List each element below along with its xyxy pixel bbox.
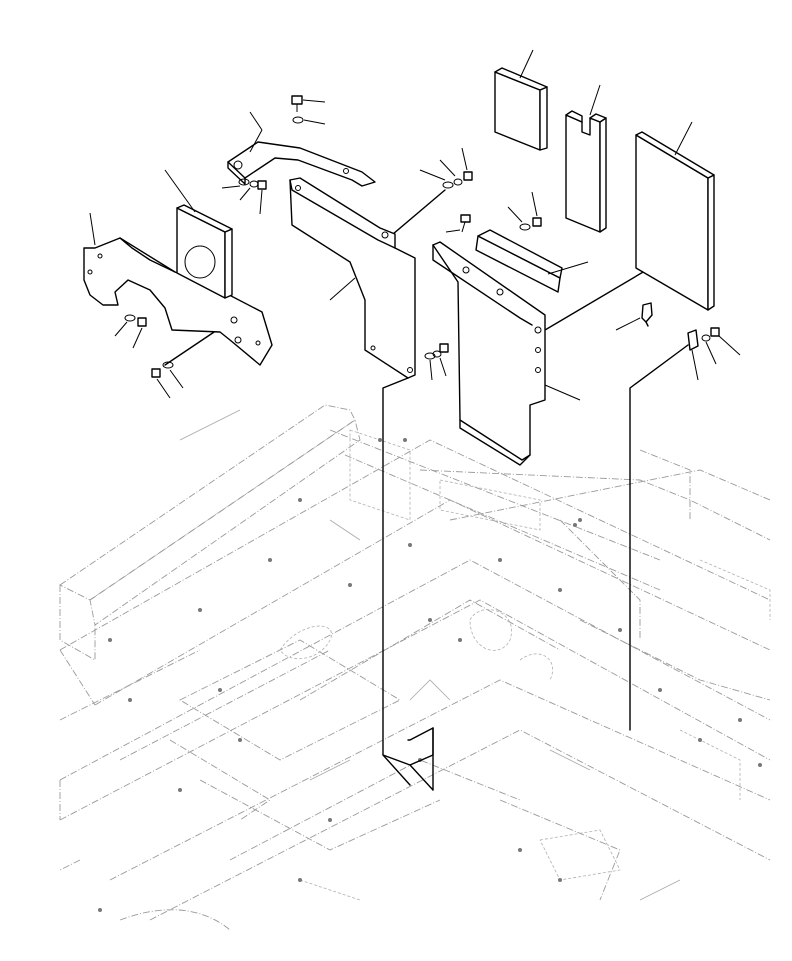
leader-foam-strip (547, 261, 589, 275)
part-heat-pad-large (635, 131, 715, 311)
bolt-set-center-top (419, 147, 473, 189)
bolt-set-center-bottom (424, 343, 449, 381)
leader-heat-pad-large (674, 121, 693, 156)
part-heat-pad-small (494, 67, 548, 151)
leader-left-cover (89, 212, 96, 246)
bolt-set-upper (291, 95, 326, 125)
leader-heat-pad-notched (589, 84, 601, 116)
leader-right-cover (544, 384, 581, 401)
bolt-set-left-cover (114, 314, 184, 399)
part-right-cover-panel (432, 241, 546, 466)
bolt-set-bracket-left (221, 178, 267, 215)
part-insulation-block (176, 204, 233, 299)
bolt-set-right (687, 327, 741, 381)
bolt-set-center-right (445, 191, 542, 233)
leader-upper-bracket (249, 129, 263, 153)
machine-frame-phantom (59, 404, 771, 931)
part-heat-pad-notched (565, 110, 607, 233)
part-clip (641, 302, 653, 327)
part-upper-bracket (227, 141, 376, 187)
leader-center-cover (329, 277, 356, 301)
leader-clip (615, 317, 641, 331)
part-foam-strip (475, 229, 563, 293)
part-center-cover-panel (289, 177, 416, 379)
leader-heat-pad-small (519, 49, 534, 79)
leader-insulation-block (164, 169, 196, 213)
leader-upper-bracket-2 (249, 111, 263, 131)
